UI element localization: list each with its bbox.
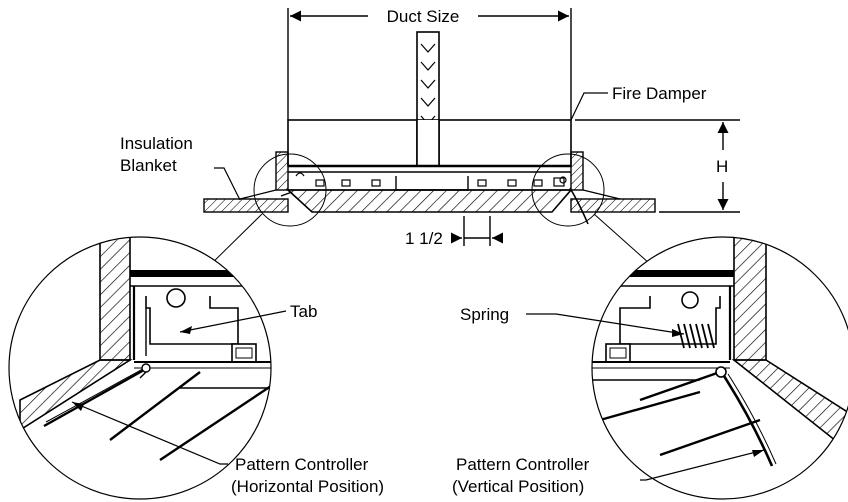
right-detail <box>591 236 848 500</box>
left-detail <box>8 236 272 500</box>
damper-assembly <box>203 31 656 225</box>
diffuser-blades <box>285 189 573 213</box>
pattern-controller-left-line2: (Horizontal Position) <box>231 477 384 496</box>
detail-callouts <box>202 153 660 273</box>
tab-label: Tab <box>290 302 317 321</box>
insulation-label-line1: Insulation <box>120 134 193 153</box>
pattern-controller-left-line1: Pattern Controller <box>235 455 369 474</box>
spring-label: Spring <box>460 305 509 324</box>
pattern-controller-right-line1: Pattern Controller <box>456 455 590 474</box>
insulation-blanket <box>203 198 289 213</box>
pattern-controller-right-line2: (Vertical Position) <box>452 477 584 496</box>
insulation-label-line2: Blanket <box>120 156 177 175</box>
duct-size-label: Duct Size <box>387 7 460 26</box>
leader-lines <box>71 92 765 481</box>
spring-coil <box>677 323 715 349</box>
dimension-label: 1 1/2 <box>405 229 443 248</box>
height-label: H <box>716 157 728 176</box>
duct-size-dimension <box>287 8 572 120</box>
height-dimension <box>575 119 740 213</box>
fire-damper-label: Fire Damper <box>612 84 707 103</box>
inch-dimension <box>450 216 504 246</box>
